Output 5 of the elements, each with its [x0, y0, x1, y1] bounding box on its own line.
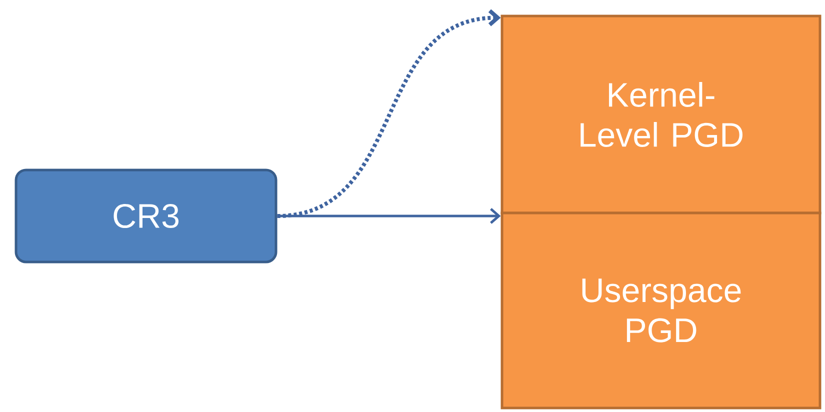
arrow [277, 208, 501, 224]
arrow [277, 9, 501, 218]
table-box: Kernel-Level PGD [500, 14, 822, 214]
register-box: CR3 [14, 168, 278, 264]
table-box: Userspace PGD [500, 212, 822, 410]
